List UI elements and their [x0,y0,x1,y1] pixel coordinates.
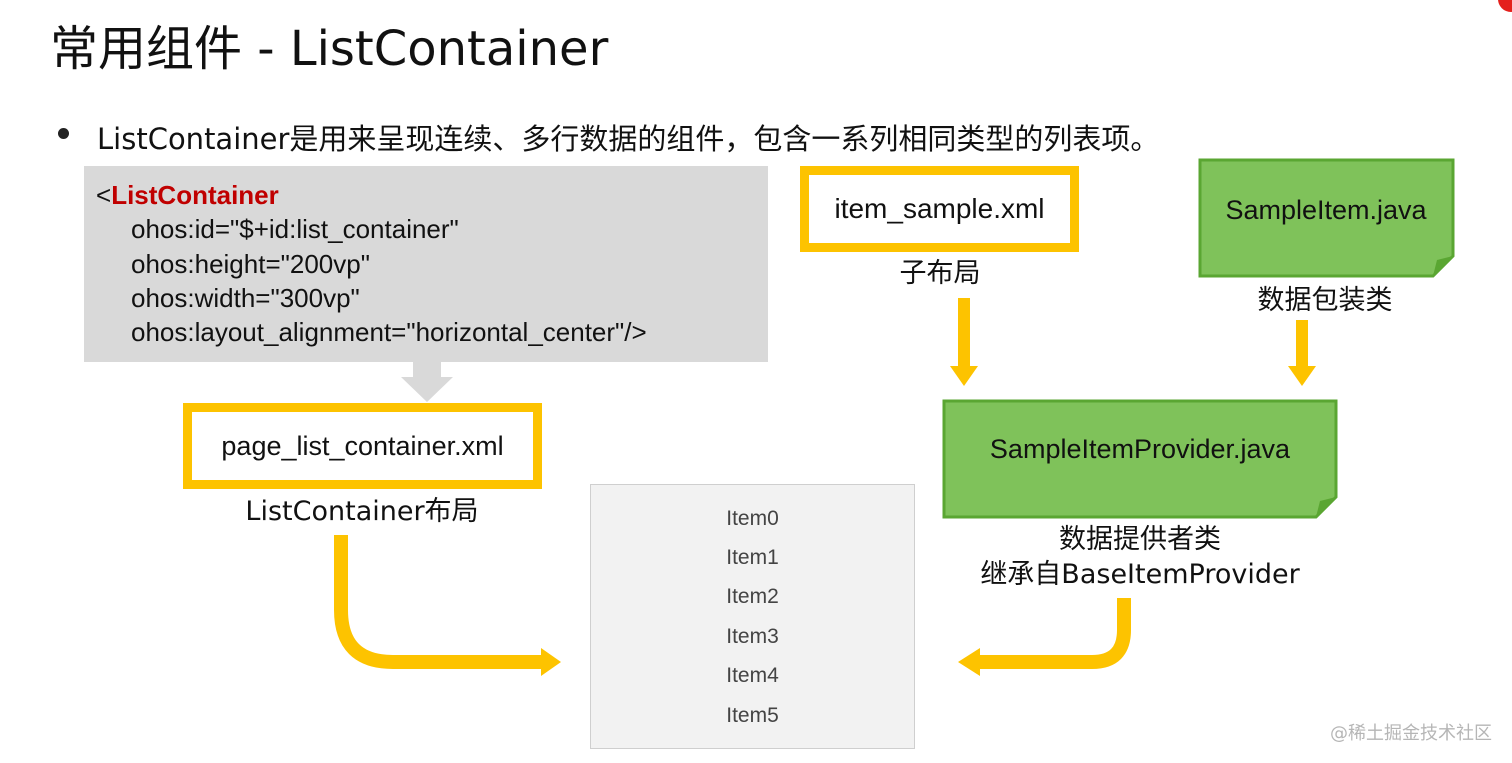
list-item[interactable]: Item0 [726,507,779,530]
code-open-tag: <ListContainer [96,178,279,212]
sample-item-note-fold [1433,256,1453,276]
list-item[interactable]: Item4 [726,664,779,687]
list-item[interactable]: Item3 [726,625,779,648]
code-snippet-box: <ListContainer ohos:id="$+id:list_contai… [84,166,768,362]
sample-item-provider-note: SampleItemProvider.java [942,399,1338,519]
bullet-text: ListContainer是用来呈现连续、多行数据的组件，包含一系列相同类型的列… [97,122,1160,156]
page-list-container-xml-box: page_list_container.xml [183,403,542,489]
page-title: 常用组件 - ListContainer [50,21,609,77]
code-attr-alignment: ohos:layout_alignment="horizontal_center… [131,317,647,347]
code-attr-id: ohos:id="$+id:list_container" [131,214,459,244]
caption-data-wrapper: 数据包装类 [1257,285,1393,316]
code-attr-height: ohos:height="200vp" [131,249,370,279]
list-container-preview: Item0 Item1 Item2 Item3 Item4 Item5 [590,484,915,749]
list-item[interactable]: Item5 [726,704,779,727]
caption-provider-line1: 数据提供者类 [1059,524,1221,555]
code-attr-width: ohos:width="300vp" [131,283,360,313]
yellow-arrow-child-to-provider [950,298,978,386]
item-sample-xml-box: item_sample.xml [800,166,1079,252]
caption-list-layout: ListContainer布局 [245,496,479,527]
watermark: @稀土掘金技术社区 [1330,723,1492,744]
provider-note-fold [1316,497,1336,517]
sample-item-java-label: SampleItem.java [1225,195,1427,225]
sample-item-provider-label: SampleItemProvider.java [990,434,1291,464]
caption-child-layout: 子布局 [899,258,981,289]
bullet-dot [58,128,69,139]
code-open-bracket: < [96,180,112,210]
list-item[interactable]: Item1 [726,546,779,569]
code-tag-name: ListContainer [111,180,279,210]
list-item[interactable]: Item2 [726,585,779,608]
yellow-arrow-layout-to-preview [334,535,561,676]
gray-down-arrow [401,362,453,402]
yellow-arrow-data-to-provider [1288,320,1316,386]
sample-item-java-note: SampleItem.java [1198,158,1455,278]
yellow-arrow-provider-to-preview [958,598,1131,676]
caption-provider-line2: 继承自BaseItemProvider [980,559,1300,590]
